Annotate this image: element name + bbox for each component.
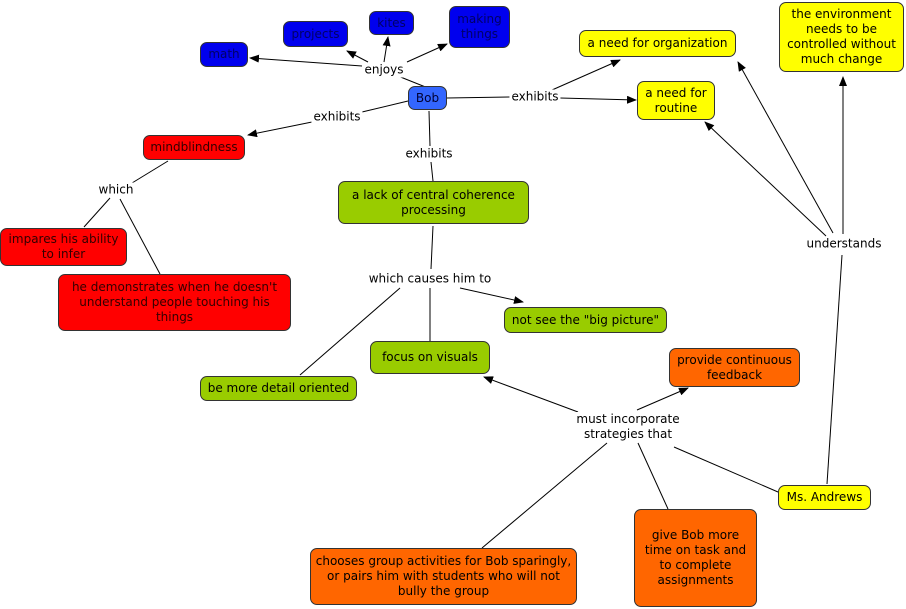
link-must-incorporate: must incorporate strategies that <box>566 412 690 442</box>
link-which: which <box>96 182 136 198</box>
link-enjoys: enjoys <box>362 62 406 78</box>
link-exhibits-right: exhibits <box>509 89 561 105</box>
node-impares[interactable]: impares his ability to infer <box>0 228 127 266</box>
node-feedback[interactable]: provide continuous feedback <box>669 348 800 387</box>
node-environment[interactable]: the environment needs to be controlled w… <box>779 2 904 72</box>
node-mindblindness[interactable]: mindblindness <box>143 135 245 160</box>
node-detail-oriented[interactable]: be more detail oriented <box>200 376 357 401</box>
node-organization[interactable]: a need for organization <box>579 30 736 57</box>
node-ms-andrews[interactable]: Ms. Andrews <box>778 485 871 510</box>
node-bob[interactable]: Bob <box>408 86 447 110</box>
node-big-picture[interactable]: not see the "big picture" <box>504 307 667 333</box>
node-demonstrates[interactable]: he demonstrates when he doesn't understa… <box>58 274 291 331</box>
node-projects[interactable]: projects <box>283 21 348 47</box>
node-central-coherence[interactable]: a lack of central coherence processing <box>338 181 529 224</box>
link-exhibits-down: exhibits <box>403 146 455 162</box>
link-understands: understands <box>804 236 884 252</box>
link-exhibits-left: exhibits <box>311 109 363 125</box>
node-math[interactable]: math <box>200 42 248 67</box>
node-kites[interactable]: kites <box>369 11 414 35</box>
node-group-activities[interactable]: chooses group activities for Bob sparing… <box>310 548 577 605</box>
node-making-things[interactable]: making things <box>449 6 510 48</box>
node-routine[interactable]: a need for routine <box>637 81 715 120</box>
node-more-time[interactable]: give Bob more time on task and to comple… <box>634 509 757 607</box>
node-focus-visuals[interactable]: focus on visuals <box>370 341 490 374</box>
link-which-causes: which causes him to <box>366 271 494 287</box>
